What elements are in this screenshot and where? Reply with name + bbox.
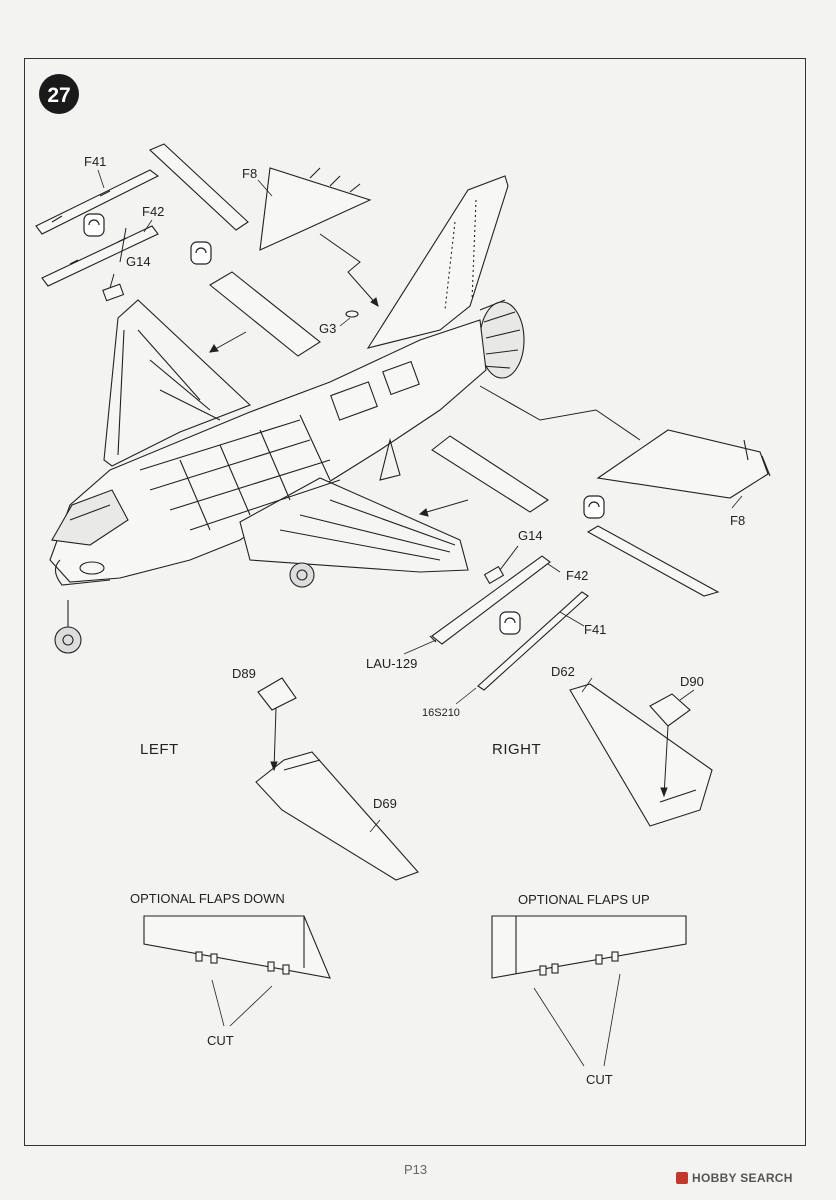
label-flaps-up: OPTIONAL FLAPS UP [518, 892, 650, 907]
label-f8-top: F8 [242, 166, 257, 181]
label-f42-left: F42 [142, 204, 164, 219]
rotate-symbols [83, 213, 605, 635]
label-left-side: LEFT [140, 741, 179, 758]
flaps-down-drawing [143, 915, 331, 979]
left-pylon-parts [35, 143, 372, 357]
label-d89: D89 [232, 666, 256, 681]
instruction-frame [24, 58, 806, 1146]
label-f8-right: F8 [730, 513, 745, 528]
label-g14-right: G14 [518, 528, 543, 543]
cut-leader-lines [211, 973, 621, 1067]
label-lau-129: LAU-129 [366, 656, 417, 671]
label-flaps-down: OPTIONAL FLAPS DOWN [130, 891, 285, 906]
watermark: HOBBY SEARCH [676, 1171, 793, 1185]
label-f41-left: F41 [84, 154, 106, 169]
flaps-up-drawing [491, 915, 687, 979]
step-badge [39, 74, 79, 114]
label-g14-left: G14 [126, 254, 151, 269]
label-right-side: RIGHT [492, 741, 541, 758]
step-number: 27 [47, 84, 70, 107]
label-d62: D62 [551, 664, 575, 679]
label-d69: D69 [373, 796, 397, 811]
rotate-icon-1 [83, 213, 105, 237]
page-number: P13 [404, 1162, 428, 1177]
watermark-text: HOBBY SEARCH [692, 1171, 793, 1185]
right-pylon-parts [255, 429, 771, 881]
rotate-icon-4 [499, 611, 521, 635]
label-f41-right: F41 [584, 622, 606, 637]
rotate-icon-3 [583, 495, 605, 519]
label-f42-right: F42 [566, 568, 588, 583]
aircraft-drawing [49, 175, 525, 654]
rotate-icon-2 [190, 241, 212, 265]
label-16s210: 16S210 [422, 707, 460, 719]
label-d90: D90 [680, 674, 704, 689]
arrows [109, 227, 669, 798]
watermark-logo-icon [676, 1172, 688, 1184]
leader-lines [97, 169, 743, 833]
label-g3: G3 [319, 321, 336, 336]
label-cut-left: CUT [207, 1033, 234, 1048]
label-cut-right: CUT [586, 1072, 613, 1087]
